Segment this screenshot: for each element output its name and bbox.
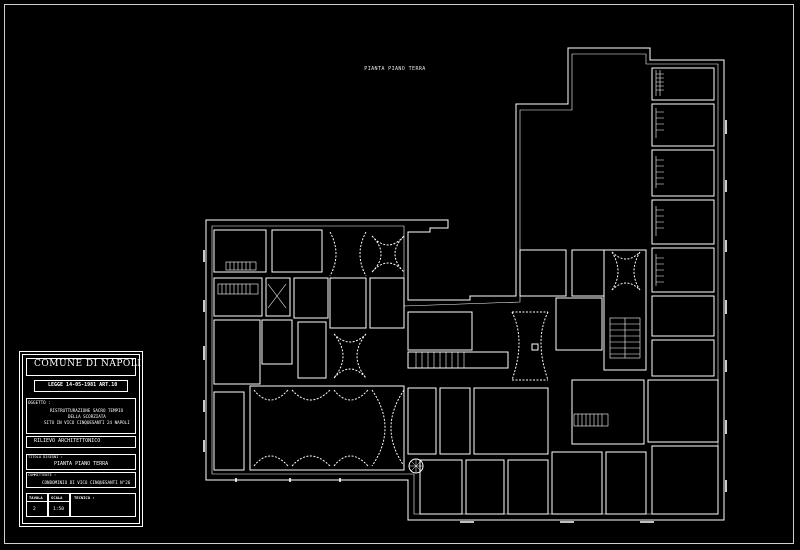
- sheet-label: TAVOLA: [29, 495, 43, 500]
- outer-wall: [205, 47, 725, 521]
- room: [519, 249, 567, 297]
- object-line-3: SITO IN VICO CINQUESANTI 24 NAPOLI: [44, 420, 130, 425]
- tech-label: TECNICO :: [74, 495, 95, 500]
- law-box: [34, 380, 128, 392]
- room: [465, 459, 505, 515]
- room: [213, 391, 245, 471]
- room: [419, 459, 463, 515]
- sheet-box: [26, 493, 48, 517]
- room: [603, 249, 647, 371]
- client-name: CONDOMINIO DI VICO CINQUESANTI N°26: [42, 480, 131, 485]
- room: [213, 319, 261, 385]
- object-box: [26, 398, 136, 434]
- vault: [611, 251, 641, 291]
- sheet-number: 2: [33, 507, 36, 512]
- room: [551, 451, 603, 515]
- vault: [371, 235, 405, 273]
- tech-box: [70, 493, 136, 517]
- stair: [415, 352, 465, 368]
- survey-title: RILIEVO ARCHITETTONICO: [34, 438, 101, 444]
- room: [571, 379, 645, 445]
- room: [213, 229, 267, 273]
- stair: [217, 261, 287, 309]
- room: [651, 103, 715, 147]
- room: [329, 277, 367, 329]
- room: [507, 459, 549, 515]
- client-label: COMMITTENTE :: [28, 473, 57, 477]
- survey-box: [26, 436, 136, 448]
- room: [651, 445, 719, 515]
- windows: [203, 120, 727, 523]
- room: [407, 387, 437, 455]
- client-box: [26, 472, 136, 488]
- room: [651, 247, 715, 293]
- column: [531, 343, 539, 351]
- room: [369, 277, 405, 329]
- municipality: COMUNE DI NAPOLI: [34, 359, 142, 369]
- vault: [253, 389, 369, 467]
- room: [213, 277, 263, 317]
- outer-wall-inner: [211, 53, 719, 515]
- room: [407, 311, 473, 351]
- room: [651, 199, 715, 245]
- object-line-1: RISTRUTTURAZIONE SACRO TEMPIO: [50, 408, 124, 413]
- room: [473, 387, 549, 455]
- room: [261, 319, 293, 365]
- scale-label: SCALA: [51, 495, 63, 500]
- room: [571, 249, 605, 297]
- room: [647, 379, 719, 443]
- scale-value: 1:50: [53, 507, 65, 512]
- room: [293, 277, 329, 319]
- drawing-title-box: [26, 454, 136, 470]
- spiral-stair-steps: [409, 459, 423, 473]
- vault: [333, 333, 367, 379]
- stair: [609, 317, 641, 359]
- sheet-divider: [26, 501, 70, 502]
- plan-title: PIANTA PIANO TERRA: [364, 66, 426, 72]
- object-line-2: DELLA SCORZIATA: [68, 414, 106, 419]
- room: [555, 297, 603, 351]
- room: [271, 229, 323, 273]
- room: [651, 67, 715, 101]
- room: [265, 277, 291, 317]
- room: [651, 295, 715, 337]
- drawing-border: [4, 4, 794, 544]
- title-block-inner-frame: [22, 354, 140, 524]
- room: [297, 321, 327, 379]
- vault: [511, 311, 549, 381]
- vault: [371, 389, 405, 467]
- room: [439, 387, 471, 455]
- municipality-box: [26, 358, 136, 376]
- stair: [573, 413, 609, 427]
- scale-box: [48, 493, 70, 517]
- room: [651, 339, 715, 377]
- stair: [655, 70, 664, 286]
- object-label: OGGETTO :: [28, 400, 51, 405]
- drawing-title: PIANTA PIANO TERRA: [54, 461, 109, 467]
- title-block: COMUNE DI NAPOLI LEGGE 14-05-1981 ART.10…: [19, 351, 143, 527]
- drawing-title-label: TITOLO DISEGNI :: [28, 455, 63, 459]
- law-reference: LEGGE 14-05-1981 ART.10: [48, 382, 118, 388]
- room: [605, 451, 647, 515]
- vault: [329, 231, 367, 277]
- room: [651, 149, 715, 197]
- room: [249, 385, 405, 471]
